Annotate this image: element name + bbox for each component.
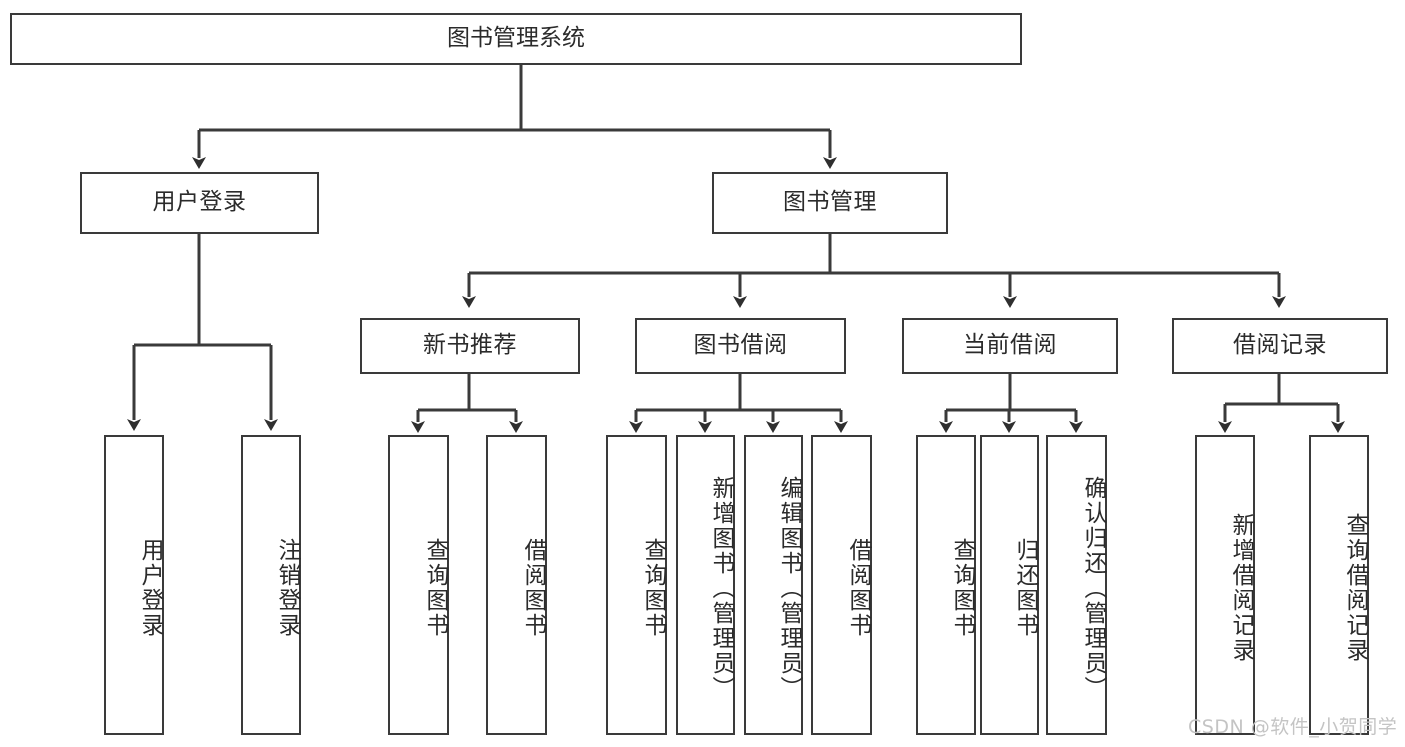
node-label: 确认归还（管理员） [1080,475,1106,701]
leaf-current-query-book[interactable]: 查询图书 [916,435,976,735]
node-current-borrow[interactable]: 当前借阅 [902,318,1118,374]
leaf-recommend-borrow-book[interactable]: 借阅图书 [486,435,547,735]
leaf-current-return-book[interactable]: 归还图书 [980,435,1039,735]
leaf-record-query-record[interactable]: 查询借阅记录 [1309,435,1369,735]
leaf-user-login-logout[interactable]: 注销登录 [241,435,301,735]
node-label: 借阅图书 [520,538,546,638]
node-label: 当前借阅 [963,332,1057,359]
node-label: 借阅记录 [1233,332,1327,359]
node-book-borrow[interactable]: 图书借阅 [635,318,846,374]
node-label: 新书推荐 [423,332,517,359]
leaf-user-login-login[interactable]: 用户登录 [104,435,164,735]
node-label: 借阅图书 [845,538,871,638]
node-book-management[interactable]: 图书管理 [712,172,948,234]
node-label: 查询图书 [949,538,975,638]
node-label: 图书管理系统 [447,25,585,52]
node-label: 查询借阅记录 [1342,513,1368,663]
leaf-borrow-add-book-admin[interactable]: 新增图书（管理员） [676,435,735,735]
node-label: 新增借阅记录 [1228,513,1254,663]
leaf-record-add-record[interactable]: 新增借阅记录 [1195,435,1255,735]
leaf-current-confirm-return-admin[interactable]: 确认归还（管理员） [1046,435,1107,735]
node-new-book-recommend[interactable]: 新书推荐 [360,318,580,374]
node-label: 查询图书 [640,538,666,638]
node-label: 用户登录 [152,189,247,216]
node-user-login[interactable]: 用户登录 [80,172,319,234]
leaf-borrow-borrow-book[interactable]: 借阅图书 [811,435,872,735]
leaf-borrow-edit-book-admin[interactable]: 编辑图书（管理员） [744,435,803,735]
node-label: 注销登录 [274,538,300,638]
node-label: 归还图书 [1012,538,1038,638]
node-label: 图书管理 [783,189,877,216]
csdn-watermark: CSDN @软件_小贺同学 [1188,716,1398,738]
node-root-system[interactable]: 图书管理系统 [10,13,1022,65]
node-label: 查询图书 [422,538,448,638]
leaf-recommend-query-book[interactable]: 查询图书 [388,435,449,735]
leaf-borrow-query-book[interactable]: 查询图书 [606,435,667,735]
node-borrow-record[interactable]: 借阅记录 [1172,318,1388,374]
node-label: 编辑图书（管理员） [776,475,802,701]
node-label: 图书借阅 [693,332,788,359]
node-label: 新增图书（管理员） [708,475,734,701]
node-label: 用户登录 [137,538,163,638]
